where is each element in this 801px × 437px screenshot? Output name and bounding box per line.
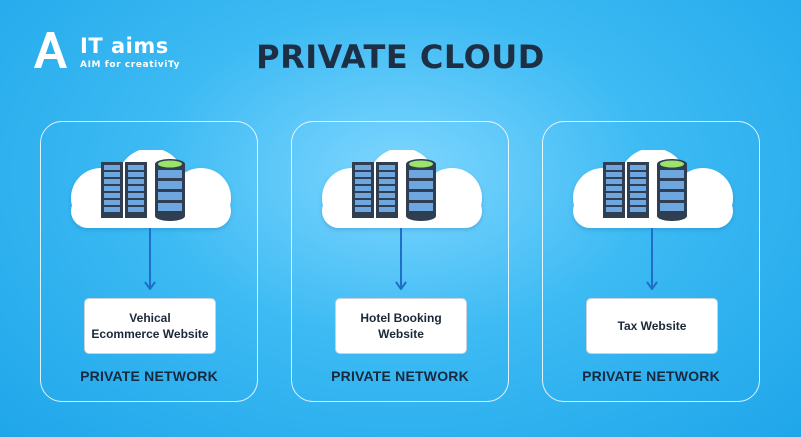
website-label-line2: Ecommerce Website <box>91 327 209 341</box>
network-label: PRIVATE NETWORK <box>80 368 218 384</box>
panel-1: Vehical Ecommerce Website PRIVATE NETWOR… <box>40 121 258 402</box>
network-label: PRIVATE NETWORK <box>582 368 720 384</box>
website-box: Tax Website <box>586 298 718 354</box>
website-label-line1: Hotel Booking <box>360 311 442 325</box>
website-box: Hotel Booking Website <box>335 298 467 354</box>
page-title: PRIVATE CLOUD <box>256 38 545 76</box>
cloud-server-database-icon <box>312 150 492 240</box>
network-label: PRIVATE NETWORK <box>331 368 469 384</box>
cloud-server-database-icon <box>563 150 743 240</box>
letter-a-logo-icon <box>34 32 67 68</box>
down-arrow-icon <box>395 228 407 290</box>
cloud-server-database-icon <box>61 150 241 240</box>
website-label-line1: Tax Website <box>617 319 687 333</box>
panel-2: Hotel Booking Website PRIVATE NETWORK <box>291 121 509 402</box>
website-label-line2: Website <box>378 327 424 341</box>
website-box: Vehical Ecommerce Website <box>84 298 216 354</box>
down-arrow-icon <box>646 228 658 290</box>
brand-name: IT aims <box>80 34 169 58</box>
panel-3: Tax Website PRIVATE NETWORK <box>542 121 760 402</box>
website-label-line1: Vehical <box>129 311 171 325</box>
down-arrow-icon <box>144 228 156 290</box>
brand-tagline: AIM for creativiTy <box>80 60 181 70</box>
brand-logo: IT aims AIM for creativiTy <box>28 28 181 72</box>
